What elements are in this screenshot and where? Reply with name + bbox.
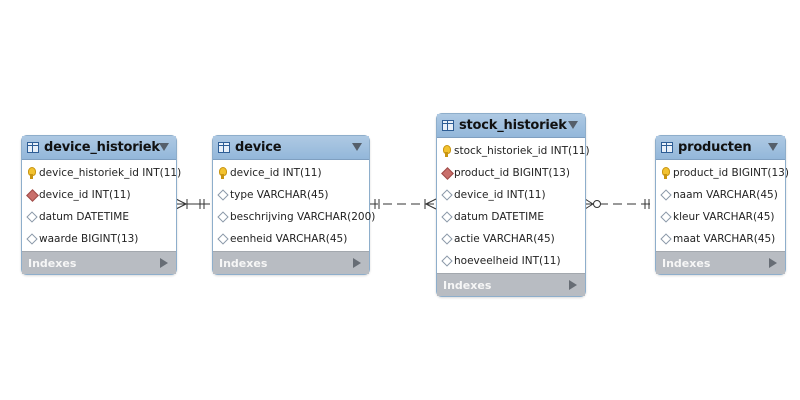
- column-row[interactable]: type VARCHAR(45): [213, 184, 369, 206]
- column-label: device_id INT(11): [454, 189, 546, 201]
- indexes-label: Indexes: [443, 278, 492, 292]
- column-label: datum DATETIME: [454, 211, 544, 223]
- column-icon: [661, 189, 670, 201]
- primary-key-icon: [661, 167, 670, 179]
- column-row[interactable]: product_id BIGINT(13): [437, 162, 585, 184]
- column-label: hoeveelheid INT(11): [454, 255, 561, 267]
- table-header[interactable]: device: [213, 136, 369, 160]
- column-row[interactable]: device_historiek_id INT(11): [22, 162, 181, 184]
- collapse-arrow-icon[interactable]: [768, 143, 778, 151]
- column-row[interactable]: device_id INT(11): [437, 184, 585, 206]
- column-row[interactable]: device_id INT(11): [22, 184, 176, 206]
- column-icon: [27, 233, 36, 245]
- expand-arrow-icon[interactable]: [769, 258, 777, 268]
- table-icon: [218, 142, 230, 153]
- column-label: beschrijving VARCHAR(200): [230, 211, 376, 223]
- column-icon: [442, 211, 451, 223]
- table-title: device: [235, 140, 282, 155]
- table-icon: [442, 120, 454, 131]
- column-row[interactable]: hoeveelheid INT(11): [437, 250, 585, 272]
- column-icon: [442, 189, 451, 201]
- column-icon: [661, 233, 670, 245]
- table-icon: [661, 142, 673, 153]
- collapse-arrow-icon[interactable]: [352, 143, 362, 151]
- column-label: stock_historiek_id INT(11): [454, 145, 590, 157]
- column-label: product_id BIGINT(13): [454, 167, 570, 179]
- indexes-bar[interactable]: Indexes: [437, 273, 585, 296]
- column-row[interactable]: datum DATETIME: [22, 206, 176, 228]
- indexes-bar[interactable]: Indexes: [213, 251, 369, 274]
- column-row[interactable]: eenheid VARCHAR(45): [213, 228, 369, 250]
- table-header[interactable]: stock_historiek: [437, 114, 585, 138]
- column-label: device_id INT(11): [39, 189, 131, 201]
- relationship-device-stock-historiek[interactable]: [369, 198, 437, 210]
- column-label: kleur VARCHAR(45): [673, 211, 775, 223]
- column-list: product_id BIGINT(13) naam VARCHAR(45) k…: [656, 160, 789, 251]
- primary-key-icon: [442, 145, 451, 157]
- column-label: product_id BIGINT(13): [673, 167, 789, 179]
- indexes-bar[interactable]: Indexes: [656, 251, 785, 274]
- column-icon: [218, 189, 227, 201]
- table-header[interactable]: device_historiek: [22, 136, 176, 160]
- column-label: device_id INT(11): [230, 167, 322, 179]
- expand-arrow-icon[interactable]: [160, 258, 168, 268]
- table-device[interactable]: device device_id INT(11) type VARCHAR(45…: [212, 135, 375, 275]
- column-row[interactable]: beschrijving VARCHAR(200): [213, 206, 375, 228]
- expand-arrow-icon[interactable]: [353, 258, 361, 268]
- column-list: stock_historiek_id INT(11) product_id BI…: [437, 138, 590, 273]
- collapse-arrow-icon[interactable]: [159, 143, 169, 151]
- column-icon: [442, 233, 451, 245]
- column-row[interactable]: naam VARCHAR(45): [656, 184, 785, 206]
- collapse-arrow-icon[interactable]: [568, 121, 578, 129]
- table-title: device_historiek: [44, 140, 160, 155]
- primary-key-icon: [218, 167, 227, 179]
- column-label: waarde BIGINT(13): [39, 233, 139, 245]
- column-row[interactable]: actie VARCHAR(45): [437, 228, 585, 250]
- indexes-label: Indexes: [219, 256, 268, 270]
- column-row[interactable]: stock_historiek_id INT(11): [437, 140, 590, 162]
- primary-key-icon: [27, 167, 36, 179]
- column-row[interactable]: waarde BIGINT(13): [22, 228, 176, 250]
- column-icon: [218, 211, 227, 223]
- column-row[interactable]: device_id INT(11): [213, 162, 369, 184]
- indexes-label: Indexes: [662, 256, 711, 270]
- relationship-device-historiek-device[interactable]: [175, 198, 210, 210]
- indexes-label: Indexes: [28, 256, 77, 270]
- expand-arrow-icon[interactable]: [569, 280, 577, 290]
- table-title: stock_historiek: [459, 118, 567, 133]
- relationship-stock-historiek-producten[interactable]: [584, 198, 655, 210]
- table-title: producten: [678, 140, 752, 155]
- column-row[interactable]: kleur VARCHAR(45): [656, 206, 785, 228]
- foreign-key-icon: [442, 167, 451, 179]
- column-row[interactable]: maat VARCHAR(45): [656, 228, 785, 250]
- column-row[interactable]: datum DATETIME: [437, 206, 585, 228]
- column-list: device_historiek_id INT(11) device_id IN…: [22, 160, 181, 251]
- column-label: eenheid VARCHAR(45): [230, 233, 348, 245]
- table-device-historiek[interactable]: device_historiek device_historiek_id INT…: [21, 135, 181, 275]
- column-row[interactable]: product_id BIGINT(13): [656, 162, 789, 184]
- table-stock-historiek[interactable]: stock_historiek stock_historiek_id INT(1…: [436, 113, 590, 297]
- column-label: actie VARCHAR(45): [454, 233, 555, 245]
- column-icon: [27, 211, 36, 223]
- table-producten[interactable]: producten product_id BIGINT(13) naam VAR…: [655, 135, 789, 275]
- table-icon: [27, 142, 39, 153]
- column-icon: [442, 255, 451, 267]
- column-list: device_id INT(11) type VARCHAR(45) besch…: [213, 160, 375, 251]
- column-icon: [218, 233, 227, 245]
- column-label: maat VARCHAR(45): [673, 233, 776, 245]
- column-icon: [661, 211, 670, 223]
- indexes-bar[interactable]: Indexes: [22, 251, 176, 274]
- column-label: device_historiek_id INT(11): [39, 167, 182, 179]
- column-label: naam VARCHAR(45): [673, 189, 778, 201]
- column-label: type VARCHAR(45): [230, 189, 329, 201]
- column-label: datum DATETIME: [39, 211, 129, 223]
- foreign-key-icon: [27, 189, 36, 201]
- table-header[interactable]: producten: [656, 136, 785, 160]
